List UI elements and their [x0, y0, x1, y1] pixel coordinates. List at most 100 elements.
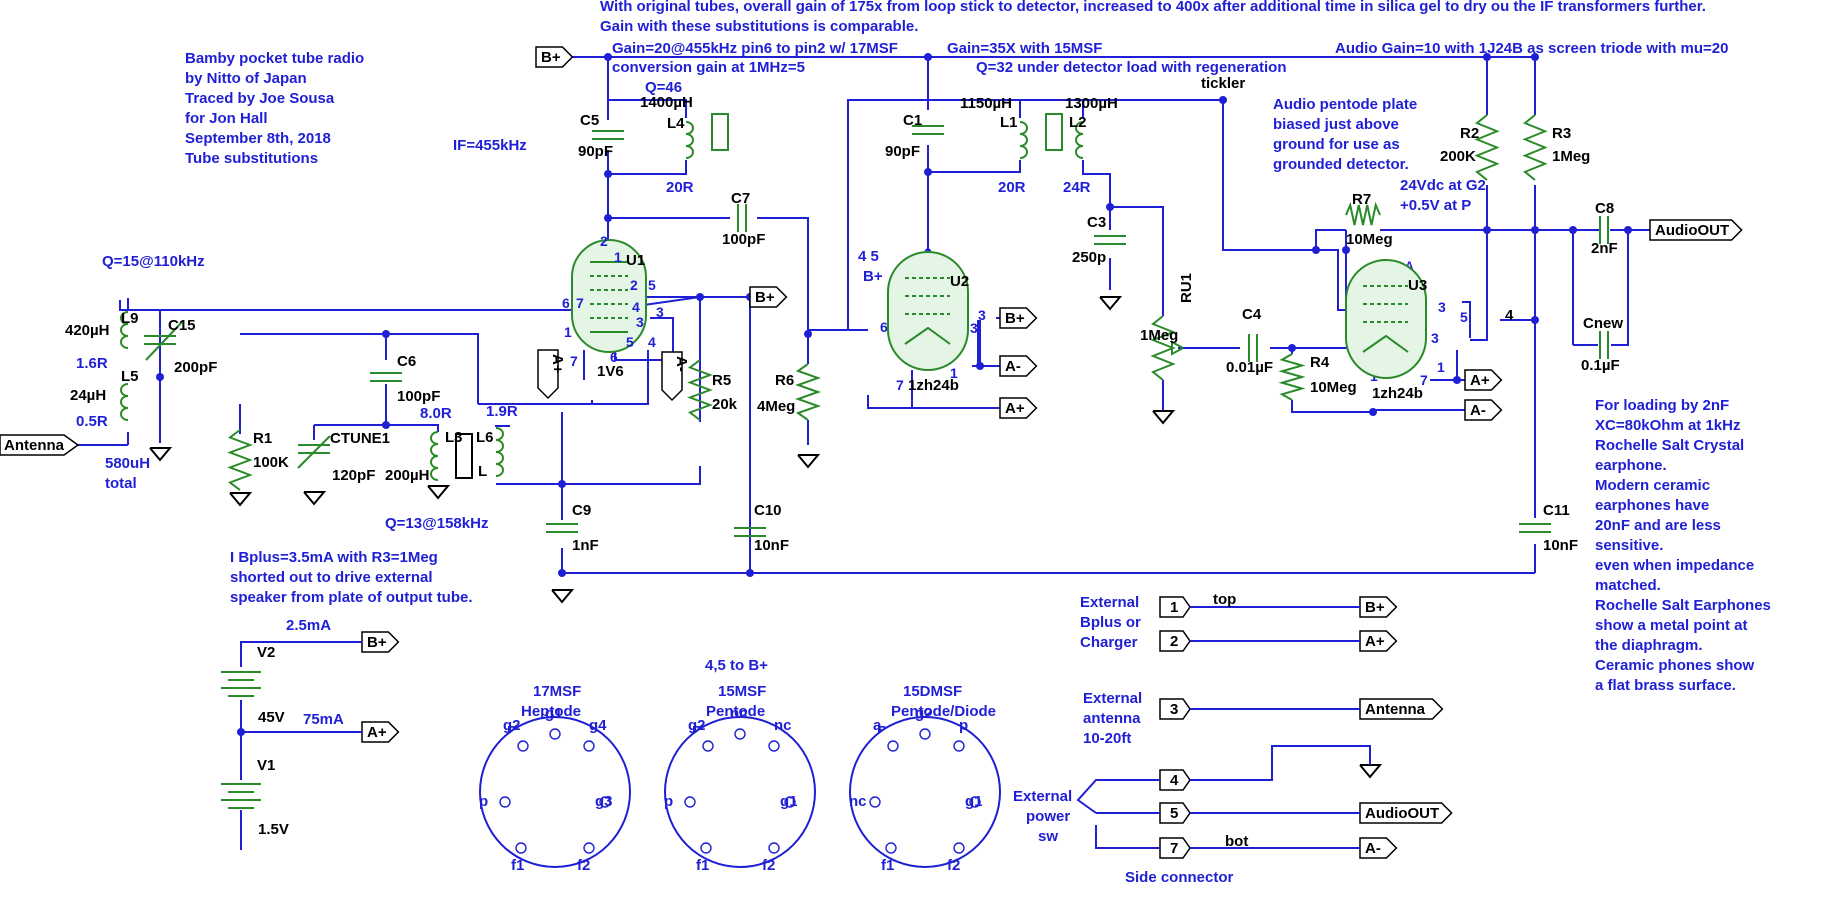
connector-flag-aplus: A+: [1359, 630, 1398, 652]
ground-r6-shape: [797, 454, 821, 469]
resistor-r2-body: [1474, 114, 1500, 181]
note-loading-line: For loading by 2nF: [1595, 397, 1729, 414]
flag-aplus-u2-text: A+: [1005, 400, 1025, 417]
connector-pin-shape: [1159, 630, 1191, 652]
socket-pin-hole: [953, 842, 965, 854]
l9-value: 420µH: [65, 322, 110, 339]
l5-value: 24µH: [70, 387, 106, 404]
title-line1: Bamby pocket tube radio: [185, 50, 364, 67]
flag-audio-out: AudioOUT: [1649, 219, 1743, 241]
total-inductance: 580uH: [105, 455, 150, 472]
c8-value: 2nF: [1591, 240, 1618, 257]
r4-label: R4: [1310, 354, 1330, 371]
c9-label: C9: [572, 502, 591, 519]
flag-aminus-u3-shape: [1464, 399, 1503, 421]
resistor-r5: [687, 359, 713, 421]
battery-section: V2 45V 2.5mA V1 1.5V 75mA: [221, 617, 362, 850]
flag-aplus-u1-shape: [537, 349, 559, 400]
ground-antenna-shape: [149, 447, 173, 462]
flag-bplus-top: B+: [535, 46, 574, 68]
c9-value: 1nF: [572, 537, 599, 554]
connector-pin-shape: [1159, 769, 1191, 791]
capacitor-c11: [1519, 523, 1551, 533]
r1-label: R1: [253, 430, 272, 447]
c1-label: C1: [903, 112, 922, 129]
u1-pin: 4: [648, 334, 656, 350]
node-4-label: 4: [1505, 307, 1514, 324]
ctune1-variable-arrow: [297, 435, 331, 469]
connector-pin-number: 2: [1170, 633, 1178, 650]
connector-flag-antenna-text: Antenna: [1365, 701, 1426, 718]
socket-kind: Pentode: [706, 703, 765, 720]
flag-antenna-shape: [0, 434, 80, 456]
resistor-r2: [1474, 114, 1500, 181]
note-q32: Q=32 under detector load with regenerati…: [976, 59, 1286, 76]
socket-pin-label: f1: [881, 857, 894, 874]
total-label: total: [105, 475, 137, 492]
ground-ctune-shape: [303, 491, 327, 506]
flag-aplus-u3: A+: [1464, 369, 1503, 391]
resistor-r4: [1278, 353, 1306, 401]
capacitor-c8: [1599, 216, 1609, 244]
resistor-r4-body: [1278, 353, 1306, 401]
socket-pin-label: f1: [511, 857, 524, 874]
connector-pin: 2: [1159, 630, 1360, 652]
v2-label: V2: [257, 644, 275, 661]
socket-kind: Pentode/Diode: [891, 703, 996, 720]
connector-bplus-label: External: [1080, 594, 1139, 611]
u3-pin: 7: [1420, 372, 1428, 388]
capacitor-c9: [546, 523, 578, 533]
connector-pin-shape: [1159, 698, 1191, 720]
connector-pin-shape: [1159, 837, 1191, 859]
socket-pin-hole: [969, 796, 981, 808]
socket-outline: [664, 716, 816, 868]
connector-flag-aminus-text: A-: [1365, 840, 1381, 857]
socket-name: 15MSF: [718, 683, 766, 700]
u2-pin: 1: [950, 365, 958, 381]
ground-r6: [797, 454, 821, 469]
flag-bplus-battery-shape: [361, 631, 400, 653]
cnew-value: 0.1µF: [1581, 357, 1620, 374]
note-q15: Q=15@110kHz: [102, 253, 205, 270]
title-line5: September 8th, 2018: [185, 130, 331, 147]
potentiometer-ru1-body: [1150, 315, 1176, 381]
socket-name: 15DMSF: [903, 683, 962, 700]
tickler-label: tickler: [1201, 75, 1245, 92]
socket-pin-hole: [599, 796, 611, 808]
flag-bplus-battery: B+: [361, 631, 400, 653]
note-loading-line: Rochelle Salt Earphones: [1595, 597, 1771, 614]
l4-resistance: 20R: [666, 179, 694, 196]
u2-pins-45: 4 5: [858, 248, 879, 265]
core-l4: [711, 113, 729, 151]
c15-variable-arrow: [145, 321, 183, 361]
note-pentode1: Audio pentode plate: [1273, 96, 1417, 113]
capacitor-cnew: [1599, 331, 1609, 359]
potentiometer-ru1: [1150, 315, 1176, 381]
core-l1: [1045, 113, 1063, 151]
socket-pin-label: g1: [965, 793, 983, 810]
l3-value: 200µH: [385, 467, 430, 484]
u2-pin: 3: [978, 307, 986, 323]
l9-label: L9: [121, 310, 139, 327]
l2-label: L2: [1069, 114, 1087, 131]
v2-value: 45V: [258, 709, 285, 726]
resistor-r1-body: [227, 429, 253, 491]
socket-pin-hole: [515, 842, 527, 854]
flag-antenna-text: Antenna: [4, 437, 65, 454]
l5-resistance: 0.5R: [76, 413, 108, 430]
socket-pin-label: g3: [595, 793, 613, 810]
connector-pin: 1: [1159, 596, 1360, 618]
l1-value: 1150µH: [960, 95, 1012, 112]
resistor-r6-body: [794, 363, 822, 421]
inductor-l3-winding: [430, 431, 439, 481]
r6-label: R6: [775, 372, 794, 389]
l1-resistance: 20R: [998, 179, 1026, 196]
ground-c9-shape: [551, 589, 575, 604]
flag-bplus-u2-shape: [999, 307, 1038, 329]
flag-bplus-u1: B+: [749, 286, 788, 308]
capacitor-c3: [1094, 235, 1126, 245]
note-loading-line: earphone.: [1595, 457, 1667, 474]
inductor-l5-winding: [120, 383, 129, 421]
flag-bplus-top-text: B+: [541, 49, 561, 66]
